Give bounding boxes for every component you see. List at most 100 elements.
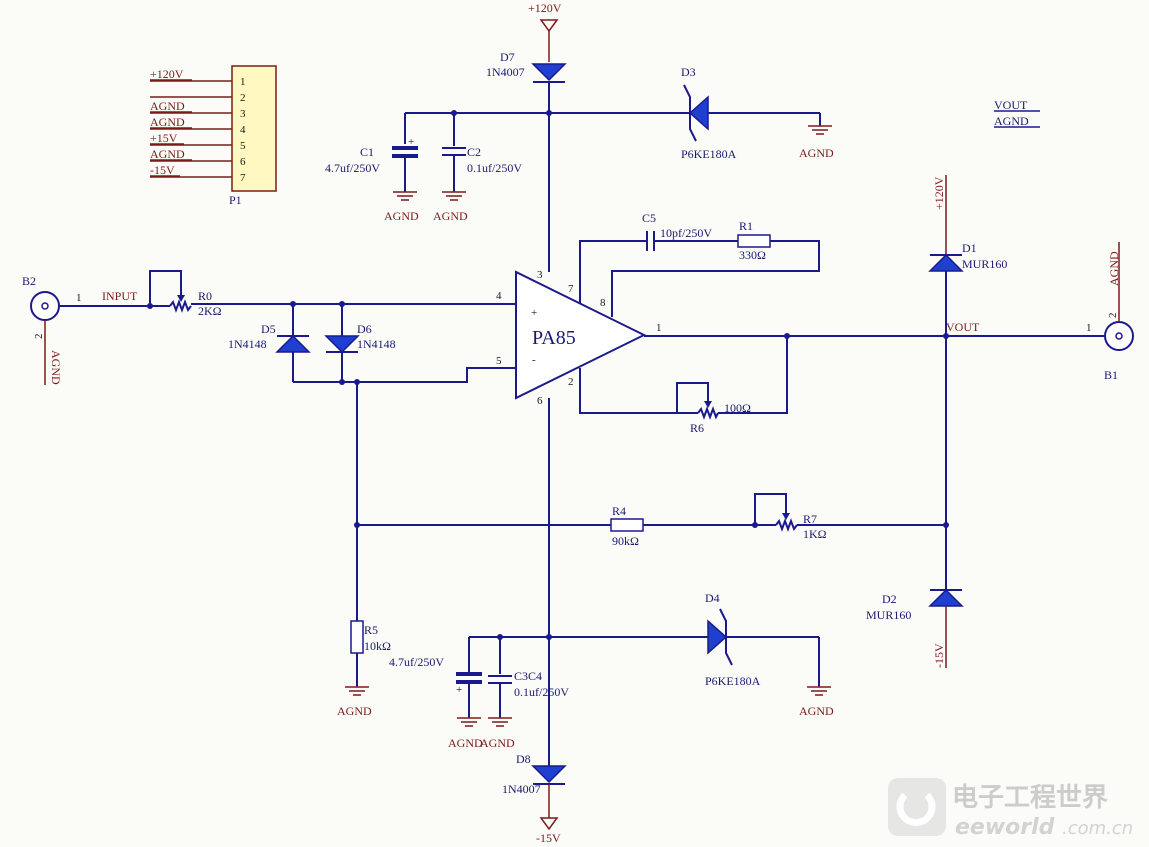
diode-d3	[688, 95, 709, 131]
opamp-minus: -	[532, 354, 536, 366]
c4-value: 0.1uf/250V	[514, 685, 569, 699]
b2-pin1: 1	[76, 292, 82, 304]
net-vout: VOUT	[946, 320, 980, 334]
watermark-cn: 电子工程世界	[952, 783, 1108, 813]
pin-3: 3	[537, 269, 543, 281]
feedback-network: R4 90kΩ R7 1KΩ R5 10kΩ AGND	[337, 382, 946, 718]
supply-neg15-right: -15V	[932, 643, 946, 668]
b1-pin2: 2	[1107, 313, 1119, 319]
ground-icon	[345, 686, 369, 696]
p1-pin-5: 5	[240, 140, 246, 152]
supply-pos120-top: +120V	[528, 1, 562, 15]
p1-pin-1: 1	[240, 76, 246, 88]
compensation-network: C5 10pf/250V R1 330Ω	[579, 211, 820, 317]
p1-pin-6: 6	[240, 156, 246, 168]
d5-value: 1N4148	[228, 337, 267, 351]
r0-value: 2KΩ	[198, 304, 222, 318]
potentiometer-r7	[775, 518, 798, 532]
b1-agnd: AGND	[1107, 251, 1121, 286]
c1-ref: C1	[360, 145, 374, 159]
b1-ref: B1	[1104, 368, 1118, 382]
p1-net-1: +120V	[150, 67, 184, 81]
watermark-logo-icon	[888, 778, 946, 836]
d6-ref: D6	[357, 322, 372, 336]
r1-ref: R1	[739, 219, 753, 233]
p1-net-5: +15V	[150, 131, 178, 145]
current-limit-r6: R6 100Ω	[579, 336, 788, 435]
d3-value: P6KE180A	[681, 147, 737, 161]
r4-ref: R4	[612, 504, 626, 518]
cap-c3-plate-top	[456, 672, 482, 676]
ground-icon	[808, 125, 832, 135]
gnd-d4: AGND	[799, 704, 834, 718]
watermark: 电子工程世界 eeworld .com.cn	[888, 778, 1133, 840]
diode-d7	[531, 63, 567, 82]
opamp-pa85: PA85 + - 4 5 3 6 7 8 1 2	[496, 269, 662, 407]
power-port-icon	[539, 19, 559, 33]
cap-c1-plate-bottom	[392, 154, 418, 158]
bnc-b2	[30, 291, 60, 321]
svg-text:+: +	[456, 684, 462, 696]
gnd-d3: AGND	[799, 146, 834, 160]
p1-net-3: AGND	[150, 99, 185, 113]
pin-7: 7	[568, 283, 574, 295]
b2-agnd: AGND	[49, 350, 63, 385]
resistor-r5	[350, 620, 364, 654]
pin-2: 2	[568, 376, 574, 388]
ground-icon	[457, 717, 512, 727]
diode-d5	[275, 334, 311, 353]
b2-pin2: 2	[33, 334, 45, 340]
pin-5: 5	[496, 355, 502, 367]
d3-ref: D3	[681, 65, 696, 79]
diode-d8	[531, 765, 567, 784]
r7-ref: R7	[803, 512, 817, 526]
p1-pin-4: 4	[240, 124, 246, 136]
watermark-domain: .com.cn	[1062, 818, 1133, 839]
supply-neg15-bottom: -15V	[536, 831, 561, 845]
d2-value: MUR160	[866, 608, 911, 622]
top-supply: +120V D7 1N4007 + C1 4.7uf/250V C2 0.1uf…	[325, 1, 834, 272]
b2-ref: B2	[22, 274, 36, 288]
p1-net-7: -15V	[150, 163, 175, 177]
potentiometer-r6	[697, 406, 719, 420]
c2-ref: C2	[467, 145, 481, 159]
diode-d2	[928, 588, 964, 607]
opamp-body	[515, 270, 647, 400]
supply-pos120-right: +120V	[932, 176, 946, 210]
bnc-b1	[1104, 321, 1134, 351]
pin-1: 1	[656, 322, 662, 334]
ground-icon	[807, 686, 831, 696]
r5-ref: R5	[364, 623, 378, 637]
d7-value: 1N4007	[486, 65, 525, 79]
power-port-icon	[539, 817, 559, 831]
opamp-name: PA85	[532, 327, 576, 349]
p1-designator: P1	[229, 193, 242, 207]
diode-d1	[928, 253, 964, 272]
cap-c3-plate-bottom	[456, 680, 482, 684]
d1-value: MUR160	[962, 257, 1007, 271]
gnd-c4: AGND	[480, 736, 515, 750]
watermark-en: eeworld	[955, 815, 1055, 840]
c5-value: 10pf/250V	[660, 226, 712, 240]
connector-p1: 1 2 3 4 5 6 7 +120V AGND AGND +15V AGND …	[150, 65, 277, 207]
d1-ref: D1	[962, 241, 977, 255]
r1-value: 330Ω	[739, 248, 766, 262]
p1-net-4: AGND	[150, 115, 185, 129]
diode-d6	[324, 335, 360, 354]
c3-value: 4.7uf/250V	[389, 655, 444, 669]
resistor-r1	[737, 234, 771, 248]
c5-ref: C5	[642, 211, 656, 225]
d7-ref: D7	[500, 50, 515, 64]
p1-pin-2: 2	[240, 92, 246, 104]
cap-c1-plate-top	[392, 146, 418, 150]
d6-value: 1N4148	[357, 337, 396, 351]
r6-ref: R6	[690, 421, 704, 435]
r6-value: 100Ω	[724, 401, 751, 415]
ground-icon	[393, 191, 466, 201]
d8-ref: D8	[516, 752, 531, 766]
pin-4: 4	[496, 290, 502, 302]
r4-value: 90kΩ	[612, 534, 639, 548]
p1-pin-7: 7	[240, 172, 246, 184]
